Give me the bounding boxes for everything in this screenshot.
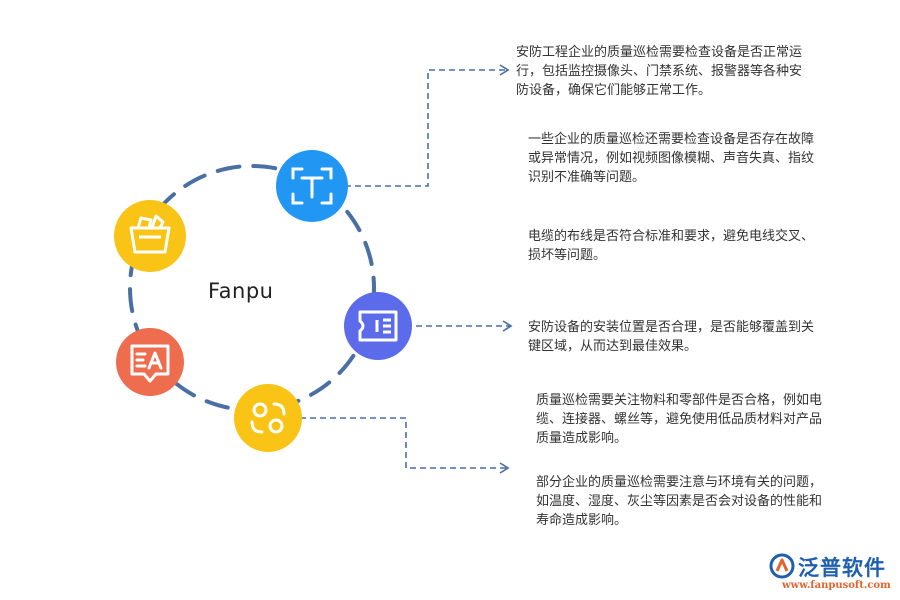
basket-icon: [114, 200, 186, 272]
text-block-4: 安防设备的安装位置是否合理，是否能够覆盖到关键区域，从而达到最佳效果。: [528, 320, 815, 354]
logo-mark-icon: [769, 553, 795, 579]
logo-name: 泛普软件: [798, 556, 886, 580]
text-block-1: 安防工程企业的质量巡检需要检查设备是否正常运行，包括监控摄像头、门禁系统、报警器…: [516, 45, 803, 98]
connector-bottom: [300, 417, 506, 469]
text-block-3: 电缆的布线是否符合标准和要求，避免电线交叉、损坏等问题。: [528, 229, 815, 263]
brand-logo: 泛普软件 www.fanpusoft.com: [768, 552, 898, 598]
text-block-2: 一些企业的质量巡检还需要检查设备是否存在故障或异常情况，例如视频图像模糊、声音失…: [528, 132, 815, 185]
arrow-bottom: [499, 462, 510, 474]
logo-url: www.fanpusoft.com: [782, 580, 891, 591]
ticket-list-icon: [344, 292, 412, 360]
text-block-6: 部分企业的质量巡检需要注意与环境有关的问题，如温度、湿度、灰尘等因素是否会对设备…: [536, 475, 823, 528]
connector-top: [345, 69, 506, 187]
arrow-middle: [502, 320, 513, 332]
text-scan-icon: [276, 150, 348, 222]
arrow-top: [499, 64, 510, 76]
translate-icon: [116, 328, 184, 396]
center-label: Fanpu: [208, 279, 274, 303]
link-icon: [234, 384, 302, 452]
link-icon-circle: [234, 384, 302, 452]
text-block-5: 质量巡检需要关注物料和零部件是否合格，例如电缆、连接器、螺丝等，避免使用低品质材…: [536, 393, 823, 446]
